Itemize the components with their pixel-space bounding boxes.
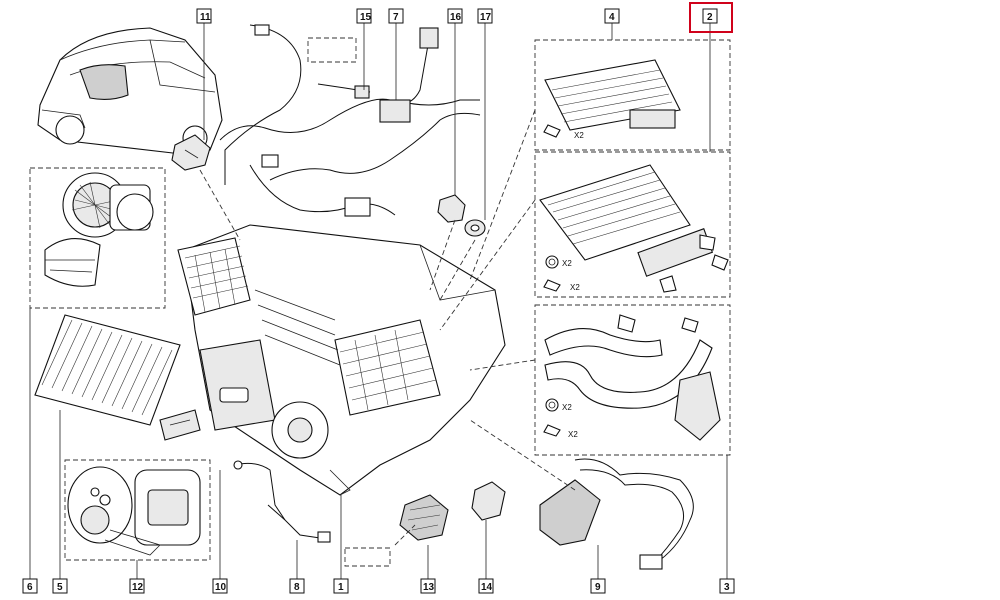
- callout-11: 11: [196, 8, 212, 24]
- grommet-part-17: [464, 219, 486, 237]
- heater-matrix-box-4: X2: [534, 39, 731, 151]
- svg-text:16: 16: [450, 12, 462, 23]
- svg-text:7: 7: [393, 12, 399, 23]
- resistor-part-16: [437, 194, 466, 223]
- callout-15: 15: [356, 8, 372, 24]
- quantity-label-2-ring: X2: [562, 259, 572, 268]
- svg-text:10: 10: [215, 582, 227, 593]
- callout-2-highlight: [689, 2, 733, 33]
- quantity-label-2-screw: X2: [570, 283, 580, 292]
- callout-7: 7: [388, 8, 404, 24]
- svg-text:12: 12: [132, 582, 144, 593]
- callout-9: 9: [590, 578, 606, 594]
- wiring-harness: [219, 24, 481, 217]
- svg-text:3: 3: [724, 582, 730, 593]
- callout-13: 13: [420, 578, 436, 594]
- vehicle-location-illustration: [37, 27, 223, 156]
- connector-block: [159, 409, 201, 441]
- pipes-box-3: X2 X2: [534, 304, 731, 456]
- blower-motor-detail: [29, 167, 166, 309]
- blower-resistor-13: [344, 494, 449, 567]
- svg-text:5: 5: [57, 582, 63, 593]
- flap-actuator-14: [471, 481, 506, 521]
- svg-text:11: 11: [200, 12, 211, 23]
- hvac-housing: [177, 224, 506, 496]
- callout-4: 4: [604, 8, 620, 24]
- callout-1: 1: [333, 578, 349, 594]
- svg-text:2: 2: [707, 12, 713, 23]
- cabin-filter: [34, 314, 181, 426]
- quantity-label-4-screw: X2: [574, 131, 584, 140]
- svg-text:1: 1: [338, 582, 344, 593]
- evaporator-box-2: X2 X2: [534, 151, 731, 298]
- callout-2: 2: [702, 8, 718, 24]
- quantity-label-3-screw: X2: [568, 430, 578, 439]
- svg-text:8: 8: [294, 582, 300, 593]
- svg-text:9: 9: [595, 582, 601, 593]
- svg-text:17: 17: [480, 12, 492, 23]
- pipe-sensor-assembly-9: [539, 458, 694, 570]
- callout-10: 10: [212, 578, 228, 594]
- temperature-sensor-10: [233, 460, 286, 521]
- sensor-cable-8: [267, 504, 331, 543]
- callout-17: 17: [477, 8, 493, 24]
- quantity-label-3-ring: X2: [562, 403, 572, 412]
- filter-frame-detail: [64, 459, 211, 561]
- svg-text:15: 15: [360, 12, 372, 23]
- callout-16: 16: [447, 8, 463, 24]
- callout-5: 5: [52, 578, 68, 594]
- svg-text:6: 6: [27, 582, 33, 593]
- callout-3: 3: [719, 578, 735, 594]
- svg-text:14: 14: [481, 582, 493, 593]
- callout-14: 14: [478, 578, 494, 594]
- leader-lines: [29, 22, 728, 580]
- callout-12: 12: [129, 578, 145, 594]
- control-switch: [171, 134, 211, 171]
- svg-text:13: 13: [423, 582, 435, 593]
- svg-text:4: 4: [609, 12, 615, 23]
- callout-6: 6: [22, 578, 38, 594]
- callout-8: 8: [289, 578, 305, 594]
